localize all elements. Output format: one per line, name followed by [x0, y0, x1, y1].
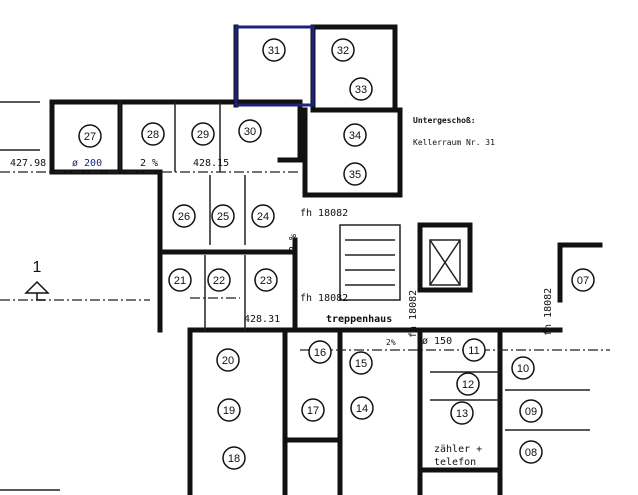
svg-text:14: 14 — [356, 403, 368, 415]
section-arrow-icon — [24, 280, 50, 301]
svg-text:24: 24 — [257, 211, 269, 223]
room-13[interactable]: 13 — [450, 401, 474, 425]
svg-text:09: 09 — [525, 406, 537, 418]
slope-1: 2 % — [140, 158, 158, 169]
section-marker: 1 — [24, 259, 50, 301]
fh-3: fh 18082 — [408, 290, 419, 338]
room-33[interactable]: 33 — [349, 77, 373, 101]
room-11[interactable]: 11 — [462, 338, 486, 362]
svg-text:22: 22 — [213, 275, 225, 287]
room-08[interactable]: 08 — [519, 440, 543, 464]
room-27[interactable]: 27 — [78, 124, 102, 148]
level-mid: 428.15 — [193, 158, 229, 169]
room-32[interactable]: 32 — [331, 38, 355, 62]
svg-text:19: 19 — [223, 405, 235, 417]
svg-text:25: 25 — [217, 211, 229, 223]
fh-4: fh 18082 — [543, 288, 554, 336]
stairs-label: treppenhaus — [326, 314, 392, 325]
room-10[interactable]: 10 — [511, 356, 535, 380]
svg-text:35: 35 — [349, 169, 361, 181]
legend-title: Untergeschoß: — [413, 116, 476, 125]
room-20[interactable]: 20 — [216, 348, 240, 372]
svg-text:15: 15 — [355, 358, 367, 370]
svg-text:29: 29 — [197, 129, 209, 141]
svg-text:28: 28 — [147, 129, 159, 141]
svg-text:07: 07 — [577, 275, 589, 287]
meter-label-2: telefon — [434, 457, 476, 468]
room-12[interactable]: 12 — [456, 372, 480, 396]
room-16[interactable]: 16 — [308, 340, 332, 364]
room-19[interactable]: 19 — [217, 398, 241, 422]
svg-text:23: 23 — [260, 275, 272, 287]
level-left: 427.98 — [10, 158, 46, 169]
svg-text:12: 12 — [462, 379, 474, 391]
fh-2: fh 18082 — [300, 293, 348, 304]
svg-text:33: 33 — [355, 84, 367, 96]
room-14[interactable]: 14 — [350, 396, 374, 420]
svg-text:34: 34 — [349, 130, 361, 142]
svg-text:18: 18 — [228, 453, 240, 465]
room-31[interactable]: 31 — [262, 38, 286, 62]
svg-text:30: 30 — [244, 126, 256, 138]
pipe-200: ø 200 — [72, 158, 102, 169]
svg-text:10: 10 — [517, 363, 529, 375]
svg-text:21: 21 — [174, 275, 186, 287]
room-21[interactable]: 21 — [168, 268, 192, 292]
slope-3: 2% — [386, 338, 396, 347]
highlighted-room-31[interactable] — [234, 25, 315, 107]
svg-text:31: 31 — [268, 45, 280, 57]
room-22[interactable]: 22 — [207, 268, 231, 292]
room-28[interactable]: 28 — [141, 122, 165, 146]
room-25[interactable]: 25 — [211, 204, 235, 228]
walls — [0, 24, 610, 495]
svg-text:11: 11 — [468, 345, 479, 357]
rooms: 31 32 33 27 28 29 30 34 35 26 25 24 21 2… — [78, 38, 595, 470]
svg-text:08: 08 — [525, 447, 537, 459]
annotations: Untergeschoß: Kellerraum Nr. 31 427.98 ø… — [10, 116, 554, 468]
room-35[interactable]: 35 — [343, 162, 367, 186]
room-17[interactable]: 17 — [301, 398, 325, 422]
svg-text:17: 17 — [307, 405, 319, 417]
room-29[interactable]: 29 — [191, 122, 215, 146]
svg-text:27: 27 — [84, 131, 96, 143]
pipe-150: ø 150 — [422, 336, 452, 347]
room-18[interactable]: 18 — [222, 446, 246, 470]
svg-text:1: 1 — [33, 259, 42, 276]
room-30[interactable]: 30 — [238, 119, 262, 143]
svg-text:16: 16 — [314, 347, 326, 359]
room-23[interactable]: 23 — [254, 268, 278, 292]
legend-subtitle: Kellerraum Nr. 31 — [413, 138, 495, 147]
room-15[interactable]: 15 — [349, 351, 373, 375]
room-34[interactable]: 34 — [343, 123, 367, 147]
meter-label-1: zähler + — [434, 444, 482, 455]
svg-text:32: 32 — [337, 45, 349, 57]
fh-1: fh 18082 — [300, 208, 348, 219]
room-07[interactable]: 07 — [571, 268, 595, 292]
level-lower: 428.31 — [244, 314, 280, 325]
slope-2: 2 % — [288, 234, 299, 252]
svg-text:20: 20 — [222, 355, 234, 367]
room-26[interactable]: 26 — [172, 204, 196, 228]
room-24[interactable]: 24 — [251, 204, 275, 228]
room-09[interactable]: 09 — [519, 399, 543, 423]
svg-text:26: 26 — [178, 211, 190, 223]
svg-text:13: 13 — [456, 408, 468, 420]
